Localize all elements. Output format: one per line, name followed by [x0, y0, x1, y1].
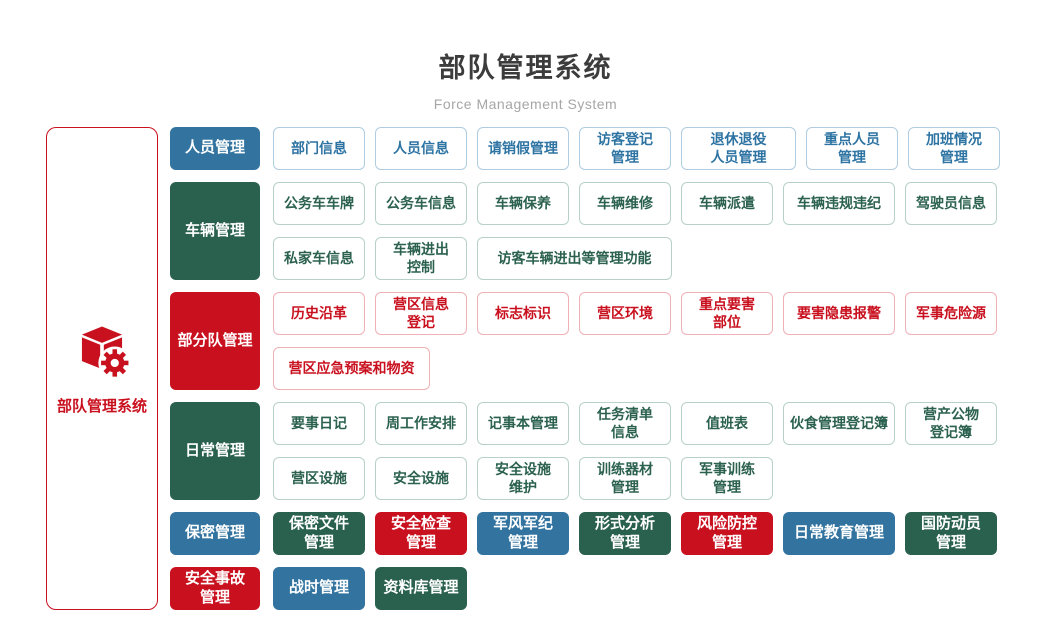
row-line: 战时管理资料库管理	[273, 567, 467, 610]
feature-node: 安全检查 管理	[375, 512, 467, 555]
feature-node: 标志标识	[477, 292, 569, 335]
feature-node: 安全设施 维护	[477, 457, 569, 500]
feature-node: 驾驶员信息	[905, 182, 997, 225]
feature-node: 要事日记	[273, 402, 365, 445]
page-header: 部队管理系统 Force Management System	[0, 0, 1051, 112]
row-lines: 公务车车牌公务车信息车辆保养车辆维修车辆派遣车辆违规违纪驾驶员信息私家车信息车辆…	[273, 182, 997, 280]
page-subtitle: Force Management System	[433, 96, 618, 112]
feature-node: 人员信息	[375, 127, 467, 170]
feature-node: 车辆违规违纪	[783, 182, 895, 225]
feature-node: 营区信息 登记	[375, 292, 467, 335]
row-line: 公务车车牌公务车信息车辆保养车辆维修车辆派遣车辆违规违纪驾驶员信息	[273, 182, 997, 225]
diagram-row: 安全事故 管理战时管理资料库管理	[170, 567, 1000, 610]
row-line: 营区应急预案和物资	[273, 347, 997, 390]
category-block: 部分队管理	[170, 292, 260, 390]
feature-node: 营产公物 登记簿	[905, 402, 997, 445]
feature-node: 车辆保养	[477, 182, 569, 225]
feature-node: 车辆维修	[579, 182, 671, 225]
row-line: 要事日记周工作安排记事本管理任务清单 信息值班表伙食管理登记簿营产公物 登记簿	[273, 402, 997, 445]
feature-node: 记事本管理	[477, 402, 569, 445]
diagram-row: 车辆管理公务车车牌公务车信息车辆保养车辆维修车辆派遣车辆违规违纪驾驶员信息私家车…	[170, 182, 1000, 280]
feature-node: 公务车车牌	[273, 182, 365, 225]
diagram-row: 保密管理保密文件 管理安全检查 管理军风军纪 管理形式分析 管理风险防控 管理日…	[170, 512, 1000, 555]
feature-node: 风险防控 管理	[681, 512, 773, 555]
feature-node: 日常教育管理	[783, 512, 895, 555]
feature-node: 值班表	[681, 402, 773, 445]
cube-gear-icon	[81, 326, 132, 380]
feature-node: 要害隐患报警	[783, 292, 895, 335]
feature-node: 请销假管理	[477, 127, 569, 170]
row-lines: 战时管理资料库管理	[273, 567, 467, 610]
root-system-label: 部队管理系统	[56, 398, 147, 415]
feature-node: 加班情况 管理	[908, 127, 1000, 170]
row-lines: 部门信息人员信息请销假管理访客登记 管理退休退役 人员管理重点人员 管理加班情况…	[273, 127, 1000, 170]
row-line: 保密文件 管理安全检查 管理军风军纪 管理形式分析 管理风险防控 管理日常教育管…	[273, 512, 997, 555]
feature-node: 公务车信息	[375, 182, 467, 225]
category-block: 人员管理	[170, 127, 260, 170]
row-lines: 保密文件 管理安全检查 管理军风军纪 管理形式分析 管理风险防控 管理日常教育管…	[273, 512, 997, 555]
row-line: 营区设施安全设施安全设施 维护训练器材 管理军事训练 管理	[273, 457, 997, 500]
feature-node: 营区环境	[579, 292, 671, 335]
feature-node: 私家车信息	[273, 237, 365, 280]
feature-node: 战时管理	[273, 567, 365, 610]
feature-node: 营区设施	[273, 457, 365, 500]
feature-node: 安全设施	[375, 457, 467, 500]
feature-node: 保密文件 管理	[273, 512, 365, 555]
row-line: 部门信息人员信息请销假管理访客登记 管理退休退役 人员管理重点人员 管理加班情况…	[273, 127, 1000, 170]
category-block: 保密管理	[170, 512, 260, 555]
feature-node: 形式分析 管理	[579, 512, 671, 555]
feature-node: 重点要害 部位	[681, 292, 773, 335]
feature-node: 军事危险源	[905, 292, 997, 335]
row-lines: 要事日记周工作安排记事本管理任务清单 信息值班表伙食管理登记簿营产公物 登记簿营…	[273, 402, 997, 500]
feature-node: 伙食管理登记簿	[783, 402, 895, 445]
diagram-row: 日常管理要事日记周工作安排记事本管理任务清单 信息值班表伙食管理登记簿营产公物 …	[170, 402, 1000, 500]
feature-node: 重点人员 管理	[806, 127, 898, 170]
feature-node: 退休退役 人员管理	[681, 127, 796, 170]
feature-node: 访客登记 管理	[579, 127, 671, 170]
feature-node: 车辆派遣	[681, 182, 773, 225]
feature-node: 访客车辆进出等管理功能	[477, 237, 672, 280]
feature-node: 历史沿革	[273, 292, 365, 335]
diagram-row: 部分队管理历史沿革营区信息 登记标志标识营区环境重点要害 部位要害隐患报警军事危…	[170, 292, 1000, 390]
rows: 人员管理部门信息人员信息请销假管理访客登记 管理退休退役 人员管理重点人员 管理…	[170, 127, 1000, 610]
row-lines: 历史沿革营区信息 登记标志标识营区环境重点要害 部位要害隐患报警军事危险源营区应…	[273, 292, 997, 390]
category-block: 安全事故 管理	[170, 567, 260, 610]
category-block: 日常管理	[170, 402, 260, 500]
root-system-box: 部队管理系统	[46, 127, 158, 610]
feature-node: 周工作安排	[375, 402, 467, 445]
diagram: 部队管理系统 人员管理部门信息人员信息请销假管理访客登记 管理退休退役 人员管理…	[46, 127, 1000, 610]
feature-node: 军事训练 管理	[681, 457, 773, 500]
diagram-row: 人员管理部门信息人员信息请销假管理访客登记 管理退休退役 人员管理重点人员 管理…	[170, 127, 1000, 170]
feature-node: 资料库管理	[375, 567, 467, 610]
category-block: 车辆管理	[170, 182, 260, 280]
feature-node: 部门信息	[273, 127, 365, 170]
row-line: 历史沿革营区信息 登记标志标识营区环境重点要害 部位要害隐患报警军事危险源	[273, 292, 997, 335]
feature-node: 车辆进出 控制	[375, 237, 467, 280]
feature-node: 任务清单 信息	[579, 402, 671, 445]
page-title: 部队管理系统	[438, 53, 613, 83]
feature-node: 营区应急预案和物资	[273, 347, 430, 390]
feature-node: 军风军纪 管理	[477, 512, 569, 555]
feature-node: 训练器材 管理	[579, 457, 671, 500]
feature-node: 国防动员 管理	[905, 512, 997, 555]
row-line: 私家车信息车辆进出 控制访客车辆进出等管理功能	[273, 237, 997, 280]
